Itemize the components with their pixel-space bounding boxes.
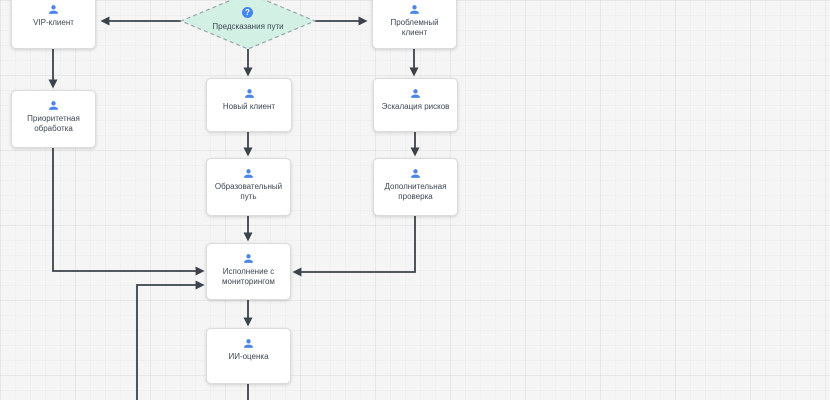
node-education-path[interactable]: Образовательный путь bbox=[206, 158, 291, 216]
node-label: Исполнение с мониторингом bbox=[222, 267, 275, 287]
user-icon bbox=[411, 169, 420, 178]
node-label: Проблемный клиент bbox=[390, 18, 439, 38]
node-ai-score[interactable]: ИИ-оценка bbox=[206, 328, 291, 384]
user-icon bbox=[244, 254, 253, 263]
node-vip-client[interactable]: VIP-клиент bbox=[11, 0, 96, 49]
node-execution-monitoring[interactable]: Исполнение с мониторингом bbox=[206, 243, 291, 300]
node-new-client[interactable]: Новый клиент bbox=[206, 78, 292, 132]
edge-loop-to-execution bbox=[136, 280, 205, 400]
node-label: Эскалация рисков bbox=[381, 102, 450, 111]
question-icon: ? bbox=[242, 7, 253, 18]
edge-extra-check-to-execution bbox=[292, 216, 416, 277]
node-label: VIP-клиент bbox=[33, 18, 74, 27]
node-label: Дополнительная проверка bbox=[384, 182, 447, 202]
user-icon bbox=[410, 5, 419, 14]
node-extra-check[interactable]: Дополнительная проверка bbox=[373, 158, 458, 216]
user-icon bbox=[49, 101, 58, 110]
user-icon bbox=[244, 169, 253, 178]
node-label: Новый клиент bbox=[222, 102, 276, 111]
node-label: Образовательный путь bbox=[214, 182, 283, 202]
node-label: ИИ-оценка bbox=[228, 352, 269, 361]
node-label: Приоритетная обработка bbox=[27, 114, 80, 134]
edge-priority-to-execution bbox=[52, 148, 205, 276]
user-icon bbox=[244, 339, 253, 348]
diamond-shape bbox=[179, 0, 317, 50]
node-path-prediction[interactable]: ? Предсказания пути bbox=[179, 0, 317, 51]
user-icon bbox=[49, 5, 58, 14]
node-problem-client[interactable]: Проблемный клиент bbox=[372, 0, 457, 49]
user-icon bbox=[244, 89, 254, 98]
node-risk-escalation[interactable]: Эскалация рисков bbox=[373, 78, 458, 132]
node-label: Предсказания пути bbox=[212, 22, 284, 31]
user-icon bbox=[411, 89, 420, 98]
node-priority-processing[interactable]: Приоритетная обработка bbox=[11, 90, 96, 148]
